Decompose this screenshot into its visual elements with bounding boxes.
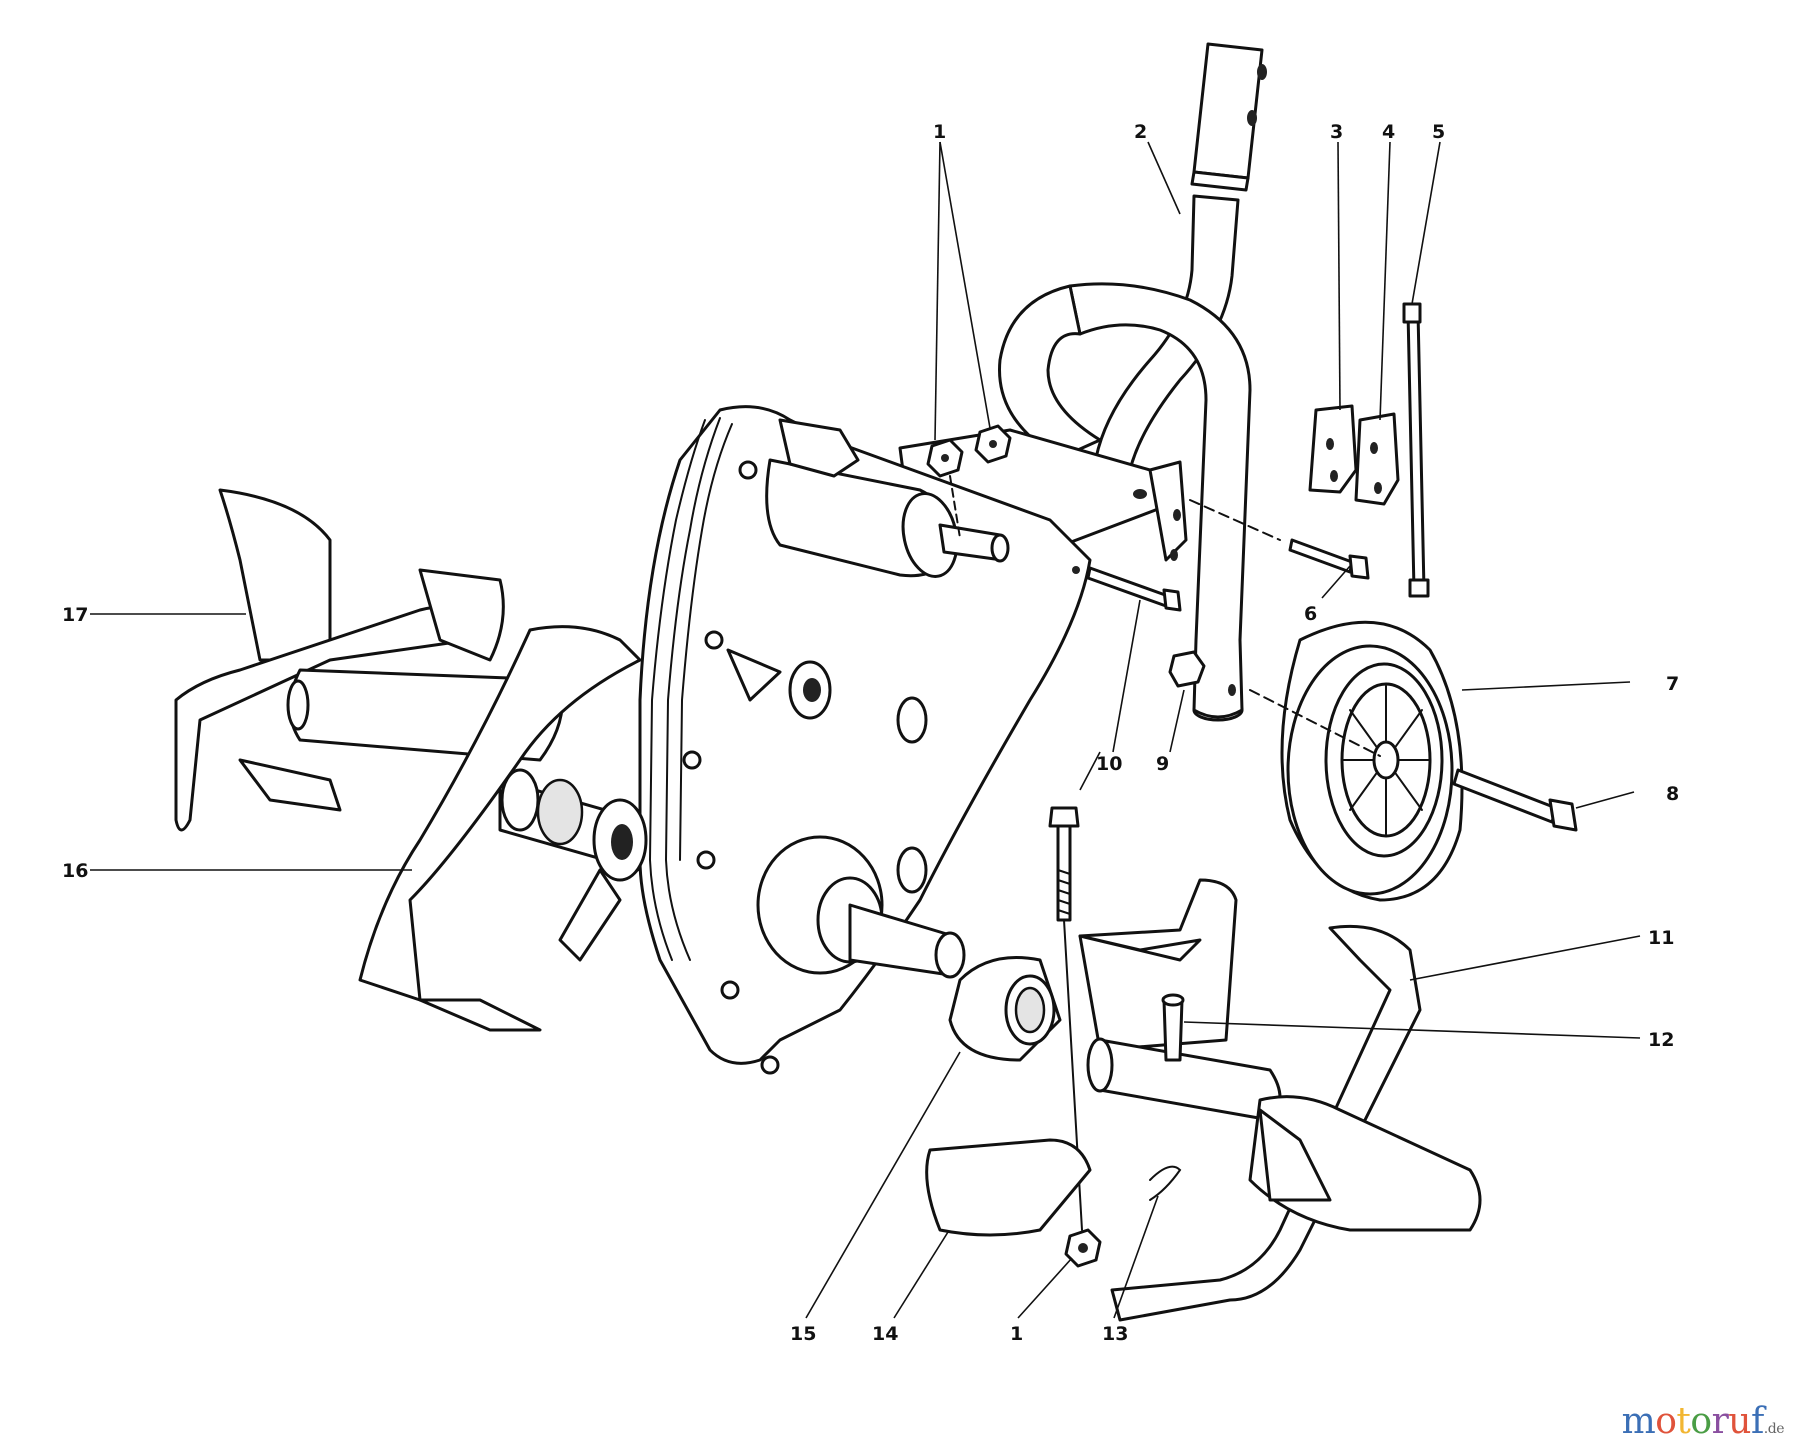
motoruf-logo: motoruf.de: [1621, 1401, 1785, 1442]
label-part-6: 6: [1304, 603, 1317, 625]
leader-lines: [90, 141, 1641, 1319]
label-part-12: 12: [1648, 1029, 1674, 1051]
right-tines: [925, 878, 1482, 1322]
bracket-4: [1354, 412, 1400, 506]
nut-9: [1168, 650, 1206, 688]
rod-5: [1402, 302, 1430, 598]
bolt-6: [1189, 499, 1370, 580]
label-part-16: 16: [62, 860, 88, 882]
label-part-11: 11: [1648, 927, 1674, 949]
label-part-1-bottom: 1: [1010, 1323, 1023, 1345]
bracket-3: [1308, 404, 1358, 494]
label-part-2: 2: [1134, 121, 1147, 143]
label-part-17: 17: [62, 604, 88, 626]
label-part-10: 10: [1096, 753, 1122, 775]
label-part-15: 15: [790, 1323, 816, 1345]
label-part-3: 3: [1330, 121, 1343, 143]
bolt-near-10: [1072, 566, 1182, 612]
label-part-1-top: 1: [933, 121, 946, 143]
label-part-8: 8: [1666, 783, 1679, 805]
part-labels: 1 2 3 4 5 6 7 8 9 10 11 12 13 1 14 15 16…: [62, 121, 1679, 1345]
label-part-13: 13: [1102, 1323, 1128, 1345]
left-shaft-assembly: [498, 768, 648, 882]
coupler-15: [948, 956, 1062, 1062]
label-part-9: 9: [1156, 753, 1169, 775]
wheel-7: [1249, 620, 1464, 902]
nut-1-bottom: [1064, 1228, 1102, 1268]
label-part-7: 7: [1666, 673, 1679, 695]
handle-frame: [998, 42, 1267, 722]
nut-1-right: [974, 424, 1012, 464]
bolt-8: [1452, 768, 1578, 832]
label-part-4: 4: [1382, 121, 1395, 143]
left-tines: [174, 488, 642, 1032]
gearbox-housing: [638, 405, 1092, 1075]
label-part-14: 14: [872, 1323, 898, 1345]
nut-1-left: [926, 438, 964, 539]
label-part-5: 5: [1432, 121, 1445, 143]
